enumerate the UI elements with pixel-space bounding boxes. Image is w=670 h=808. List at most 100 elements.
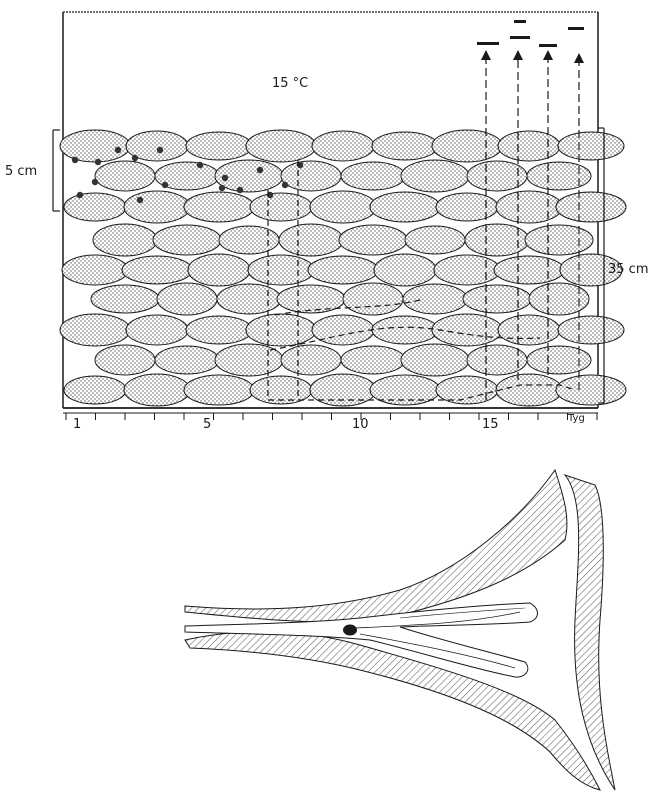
insect xyxy=(222,175,228,181)
seed xyxy=(60,314,130,346)
seed xyxy=(341,346,405,374)
seed xyxy=(405,226,465,254)
axis-unit-label: Tyg xyxy=(568,413,585,424)
seed xyxy=(310,374,376,406)
seed xyxy=(184,192,254,222)
seed xyxy=(463,285,531,313)
seed xyxy=(281,161,341,191)
seed xyxy=(308,256,378,284)
seed xyxy=(432,130,502,162)
seed xyxy=(496,374,562,406)
arrow-head xyxy=(513,50,523,60)
seed xyxy=(434,255,500,285)
insect xyxy=(115,147,121,153)
upper-layer-bracket xyxy=(53,130,60,211)
seed xyxy=(184,375,254,405)
seed xyxy=(529,283,589,315)
grain-upper-wall xyxy=(185,470,567,622)
insect xyxy=(95,159,101,165)
seed xyxy=(558,316,624,344)
seed xyxy=(312,131,374,161)
seed xyxy=(403,284,467,314)
seed xyxy=(246,314,316,346)
seed xyxy=(525,225,593,255)
temperature-label: 15 °C xyxy=(272,76,308,91)
grain-cross-section xyxy=(185,470,615,790)
seed xyxy=(64,376,126,404)
seed xyxy=(498,131,560,161)
seed xyxy=(153,225,221,255)
surface-insect xyxy=(510,36,530,39)
insect xyxy=(219,185,225,191)
larva-head xyxy=(343,625,357,636)
insect xyxy=(282,182,288,188)
insect xyxy=(237,187,243,193)
seed xyxy=(527,162,591,190)
insect xyxy=(77,192,83,198)
seed xyxy=(372,316,438,344)
seed xyxy=(186,132,252,160)
seed xyxy=(126,315,188,345)
grain-lower-wall xyxy=(185,632,600,790)
seed xyxy=(343,283,403,315)
surface-insect xyxy=(568,27,584,30)
seed xyxy=(339,225,407,255)
seed xyxy=(312,315,374,345)
seed xyxy=(215,344,283,376)
arrow-head xyxy=(574,53,584,63)
upper-layer-label: 5 cm xyxy=(5,164,37,179)
seed xyxy=(527,346,591,374)
seed xyxy=(60,130,130,162)
seed xyxy=(217,284,281,314)
seed xyxy=(157,283,217,315)
insect xyxy=(257,167,263,173)
axis-tick-label: 1 xyxy=(73,417,81,432)
seed xyxy=(124,374,190,406)
seed xyxy=(91,285,159,313)
insect xyxy=(72,157,78,163)
seed xyxy=(281,345,341,375)
insect xyxy=(162,182,168,188)
insect xyxy=(137,197,143,203)
seed xyxy=(122,256,192,284)
seed xyxy=(558,132,624,160)
seed xyxy=(341,162,405,190)
seed xyxy=(556,192,626,222)
seed xyxy=(124,191,190,223)
seed xyxy=(246,130,316,162)
insect xyxy=(197,162,203,168)
seed xyxy=(556,375,626,405)
insect xyxy=(157,147,163,153)
seed xyxy=(155,346,219,374)
seed xyxy=(64,193,126,221)
seed xyxy=(496,191,562,223)
seed xyxy=(62,255,128,285)
seed xyxy=(95,345,155,375)
seed xyxy=(498,315,560,345)
seed xyxy=(219,226,279,254)
seed xyxy=(374,254,436,286)
insect xyxy=(132,155,138,161)
seed xyxy=(370,192,440,222)
seed-layers xyxy=(60,130,626,406)
seed xyxy=(188,254,250,286)
seed xyxy=(372,132,438,160)
arrow-head xyxy=(543,50,553,60)
seed xyxy=(248,255,314,285)
arrow-head xyxy=(481,50,491,60)
surface-insect xyxy=(539,44,557,47)
seed xyxy=(310,191,376,223)
seed xyxy=(401,344,469,376)
seed xyxy=(436,193,498,221)
seed xyxy=(279,224,343,256)
seed xyxy=(277,285,345,313)
surface-insect xyxy=(514,20,526,23)
seed xyxy=(465,224,529,256)
seed xyxy=(436,376,498,404)
surface-insect xyxy=(477,42,499,45)
axis-tick-label: 10 xyxy=(352,417,369,432)
surface-insects xyxy=(477,20,584,47)
bottom-axis xyxy=(63,413,598,420)
